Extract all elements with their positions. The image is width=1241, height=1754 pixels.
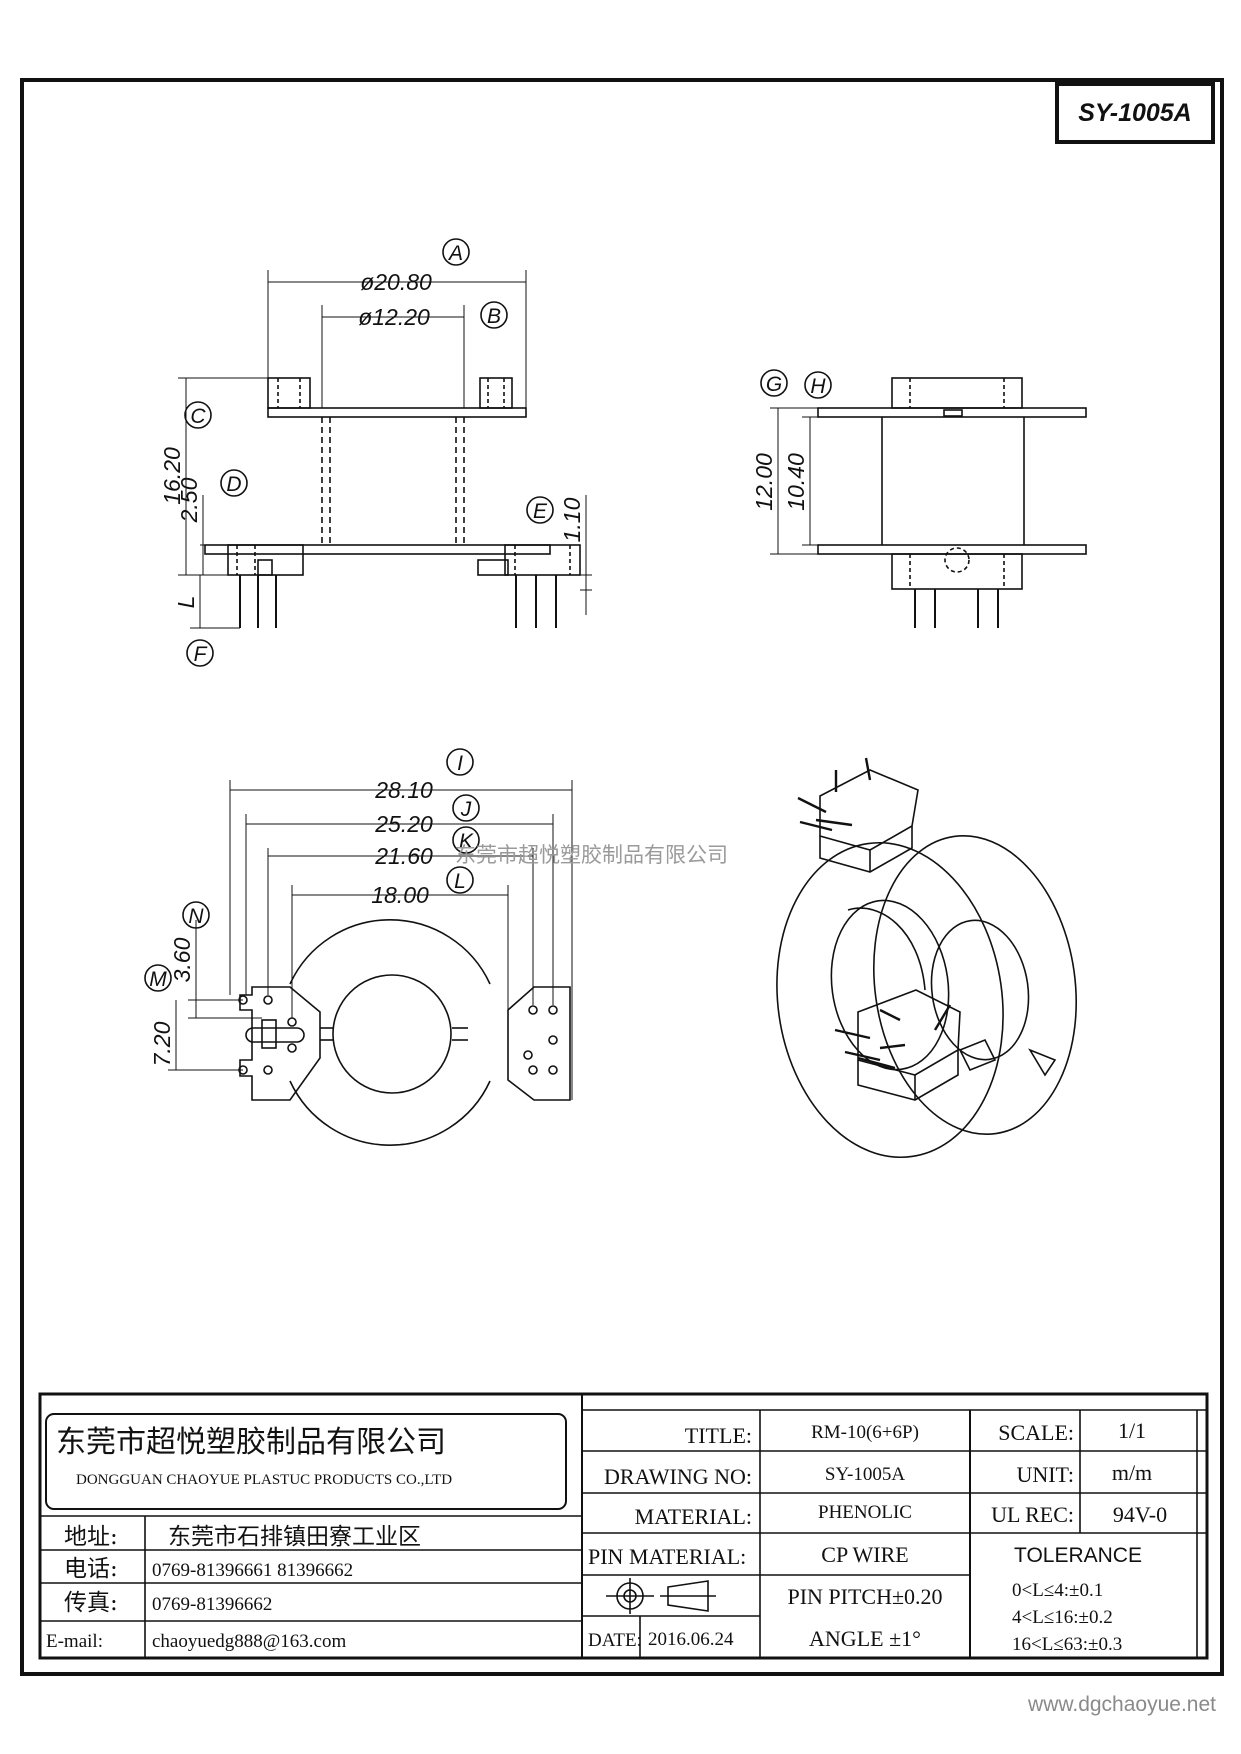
dim-M: 7.20: [149, 1021, 175, 1066]
drawing-no-value: SY-1005A: [825, 1464, 906, 1485]
callout-N: N: [188, 905, 204, 928]
tolerance-label: TOLERANCE: [1014, 1544, 1142, 1567]
scale-label: SCALE:: [998, 1420, 1074, 1445]
tolerance-1: 0<L≤4:±0.1: [1012, 1580, 1103, 1601]
callout-I: I: [457, 752, 463, 775]
dim-E: 1.10: [559, 497, 585, 542]
date-value: 2016.06.24: [648, 1629, 734, 1650]
front-view: 12.00 10.40 G H: [751, 369, 1087, 628]
email-value: chaoyuedg888@163.com: [152, 1631, 346, 1652]
dim-G: 12.00: [751, 453, 777, 511]
callout-M: M: [149, 968, 167, 991]
callout-L: L: [454, 870, 466, 893]
bottom-view: 28.10 25.20 21.60 18.00 3.60 7.20 I J K …: [144, 748, 573, 1146]
scale-value: 1/1: [1118, 1418, 1146, 1443]
callout-F: F: [194, 643, 208, 666]
drawing-number-box: [1055, 82, 1215, 144]
dim-D: 2.50: [176, 477, 202, 523]
unit-value: m/m: [1112, 1460, 1152, 1485]
company-name-cn: 东莞市超悦塑胶制品有限公司: [56, 1425, 446, 1460]
dim-C: 16.20: [159, 447, 185, 505]
ul-label: UL REC:: [991, 1502, 1074, 1527]
watermark: 东莞市超悦塑胶制品有限公司: [455, 843, 728, 867]
company-name-en: DONGGUAN CHAOYUE PLASTUC PRODUCTS CO.,LT…: [76, 1472, 452, 1488]
email-label: E-mail:: [46, 1631, 103, 1652]
dim-I: 28.10: [374, 777, 433, 803]
pin-material-value: CP WIRE: [821, 1542, 908, 1567]
material-value: PHENOLIC: [818, 1502, 912, 1523]
pin-pitch: PIN PITCH±0.20: [787, 1584, 942, 1609]
callout-H: H: [810, 375, 826, 398]
side-view: ø20.80 ø12.20 16.20 2.50 L 1.10 A B C D …: [159, 238, 592, 667]
date-label: DATE:: [588, 1630, 642, 1651]
pin-material-label: PIN MATERIAL:: [588, 1544, 746, 1569]
ul-value: 94V-0: [1113, 1502, 1167, 1527]
tolerance-3: 16<L≤63:±0.3: [1012, 1634, 1122, 1655]
dim-A: ø20.80: [360, 269, 432, 295]
callout-E: E: [533, 500, 548, 523]
drawing-number: SY-1005A: [1078, 99, 1192, 127]
dim-N: 3.60: [169, 937, 195, 982]
address-label: 地址:: [64, 1524, 118, 1550]
callout-G: G: [766, 373, 782, 396]
fax-label: 传真:: [64, 1590, 118, 1616]
phone-value: 0769-81396661 81396662: [152, 1560, 353, 1581]
angle-tolerance: ANGLE ±1°: [809, 1626, 921, 1651]
callout-D: D: [226, 473, 241, 496]
dim-L-pin: L: [173, 596, 199, 609]
dim-L-bottom: 18.00: [371, 882, 429, 908]
title-label: TITLE:: [685, 1423, 752, 1448]
material-label: MATERIAL:: [635, 1504, 752, 1529]
fax-value: 0769-81396662: [152, 1594, 272, 1615]
dim-J: 25.20: [374, 811, 433, 837]
isometric-view: [776, 757, 1078, 1159]
dim-K: 21.60: [374, 843, 433, 869]
title-value: RM-10(6+6P): [811, 1422, 919, 1443]
tolerance-2: 4<L≤16:±0.2: [1012, 1607, 1113, 1628]
address-value: 东莞市石排镇田寮工业区: [168, 1524, 421, 1550]
unit-label: UNIT:: [1016, 1462, 1074, 1487]
outer-frame: [20, 78, 1224, 1676]
callout-B: B: [487, 305, 501, 328]
callout-J: J: [460, 798, 472, 821]
drawing-no-label: DRAWING NO:: [604, 1464, 752, 1489]
title-block: [38, 1392, 1209, 1660]
callout-K: K: [459, 830, 474, 853]
phone-label: 电话:: [64, 1556, 118, 1582]
website-url: www.dgchaoyue.net: [1027, 1693, 1216, 1716]
callout-A: A: [447, 242, 463, 265]
dim-H: 10.40: [783, 453, 809, 511]
callout-C: C: [190, 405, 206, 428]
dim-B: ø12.20: [358, 304, 430, 330]
